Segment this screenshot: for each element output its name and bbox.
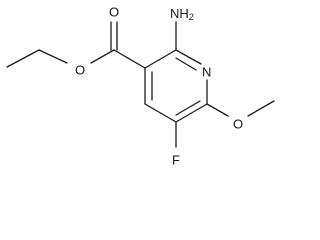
bond-carbonyl-c-ester-o (90, 49, 115, 64)
methoxy-group (206, 100, 275, 117)
ring-nitrogen-label: N (202, 65, 211, 80)
pyridine-ring (144, 49, 208, 123)
bond-c6-c5 (175, 103, 208, 123)
fluorine-label: F (172, 153, 180, 168)
bond-c2-n1 (175, 49, 202, 65)
amino-nitrogen-label: NH2 (170, 6, 194, 23)
bond-ester-o-ch2 (38, 49, 68, 64)
bond-c3-c2 (144, 49, 177, 69)
bond-c3-carbonyl-carbon (113, 49, 146, 69)
bond-c5-c4 (144, 103, 177, 123)
bond-ch2-ch3 (6, 49, 40, 68)
bond-c6-c5-double (175, 100, 201, 116)
bond-c2-n1-double (175, 57, 197, 71)
bond-c6-methoxy-o (206, 103, 229, 117)
methoxy-oxygen-label: O (233, 117, 243, 132)
carbonyl-oxygen-label: O (109, 5, 119, 20)
ethyl-ester-group (6, 21, 146, 69)
chemical-structure: NH2 N O O O F (6, 5, 275, 168)
bond-methoxy-o-ch3 (247, 100, 275, 117)
ester-oxygen-label: O (75, 63, 85, 78)
